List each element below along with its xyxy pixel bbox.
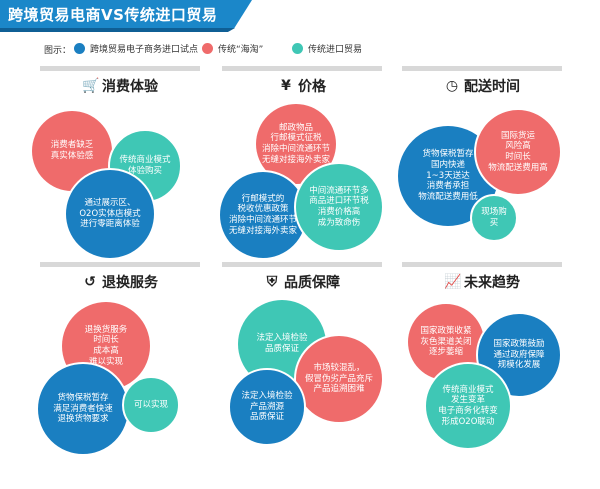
card-header: 📈未来趋势 xyxy=(402,272,562,292)
circle-traditional: 中间流通环节多 商品进口环节税 消费价格高 成为致命伤 xyxy=(294,162,384,252)
shield-icon: ⛨ xyxy=(266,274,278,290)
card-header: ◷ 配送时间 xyxy=(402,76,562,96)
card-future-trend: 📈未来趋势 国家政策收紧 灰色渠道关闭 逐步萎缩 国家政策鼓励 通过政府保障 规… xyxy=(402,262,562,452)
circle-traditional: 现场购买 xyxy=(470,194,518,242)
card-title: 退换服务 xyxy=(102,275,158,291)
page-title: 跨境贸易电商VS传统进口贸易 xyxy=(8,6,218,24)
card-title: 未来趋势 xyxy=(464,275,520,291)
card-header: ¥ 价格 xyxy=(222,76,382,96)
trend-icon: 📈 xyxy=(444,274,462,290)
yen-icon: ¥ xyxy=(281,78,291,94)
card-consumer-experience: 🛒消费体验 消费者缺乏 真实体验感 传统商业模式 体验购买 通过展示区、 O2O… xyxy=(32,66,200,260)
legend-item-label: 跨境贸易电子商务进口试点 xyxy=(90,45,199,55)
circle-pilot: 法定入境检验 产品溯源 品质保证 xyxy=(228,368,306,446)
shopping-cart-icon: 🛒 xyxy=(82,78,100,94)
card-price: ¥价格 邮政物品 行邮模式征税 消除中间流通环节 无缝对接海外卖家 行邮模式的 … xyxy=(218,66,384,260)
card-divider xyxy=(402,66,562,71)
legend-dot-blue-icon xyxy=(74,43,85,54)
legend-item-traditional: 传统进口贸易 xyxy=(292,42,362,55)
legend-item-haitao: 传统“海淘” xyxy=(202,42,263,55)
card-quality-assurance: ⛨品质保障 法定入境检验 品质保证 市场较混乱， 假冒伪劣产品充斥 产品追溯困难… xyxy=(222,262,384,452)
legend-label: 图示： xyxy=(44,46,72,56)
legend-item-pilot: 跨境贸易电子商务进口试点 xyxy=(74,42,198,55)
legend-dot-coral-icon xyxy=(202,43,213,54)
legend-dot-teal-icon xyxy=(292,43,303,54)
clock-icon: ◷ xyxy=(445,78,459,94)
circle-pilot: 货物保税暂存 满足消费者快速 退换货物要求 xyxy=(36,362,130,456)
card-divider xyxy=(40,66,200,71)
title-banner xyxy=(0,0,252,28)
return-icon: ↺ xyxy=(84,274,96,290)
circle-pilot: 国家政策鼓励 通过政府保障 规模化发展 xyxy=(476,312,562,398)
title-banner-shadow xyxy=(0,28,235,32)
card-divider xyxy=(402,262,562,267)
legend-item-label: 传统进口贸易 xyxy=(308,45,363,55)
legend-item-label: 传统“海淘” xyxy=(218,45,264,55)
card-return-service: ↺退换服务 退换货服务 时间长 成本高 难以实现 货物保税暂存 满足消费者快速 … xyxy=(36,262,200,456)
card-divider xyxy=(222,262,382,267)
circle-haitao: 市场较混乱， 假冒伪劣产品充斥 产品追溯困难 xyxy=(294,334,384,424)
card-header: 🛒消费体验 xyxy=(40,76,200,96)
circle-haitao: 国际货运 风险高 时间长 物流配送费用高 xyxy=(474,108,562,196)
circle-pilot: 通过展示区、 O2O实体店模式 进行零距离体验 xyxy=(64,168,156,260)
card-divider xyxy=(40,262,200,267)
card-title: 消费体验 xyxy=(102,79,158,95)
card-header: ⛨ 品质保障 xyxy=(222,272,382,292)
card-title: 配送时间 xyxy=(464,79,520,95)
circle-traditional: 传统商业模式 发生变革 电子商务化转变 形成O2O联动 xyxy=(424,362,512,450)
card-header: ↺ 退换服务 xyxy=(40,272,200,292)
card-title: 品质保障 xyxy=(284,275,340,291)
card-title: 价格 xyxy=(298,79,326,95)
card-delivery-time: ◷配送时间 货物保税暂存 国内快递 1~3天送达 消费者承担 物流配送费用低 国… xyxy=(398,66,562,256)
circle-traditional: 可以实现 xyxy=(122,376,180,434)
card-divider xyxy=(222,66,382,71)
